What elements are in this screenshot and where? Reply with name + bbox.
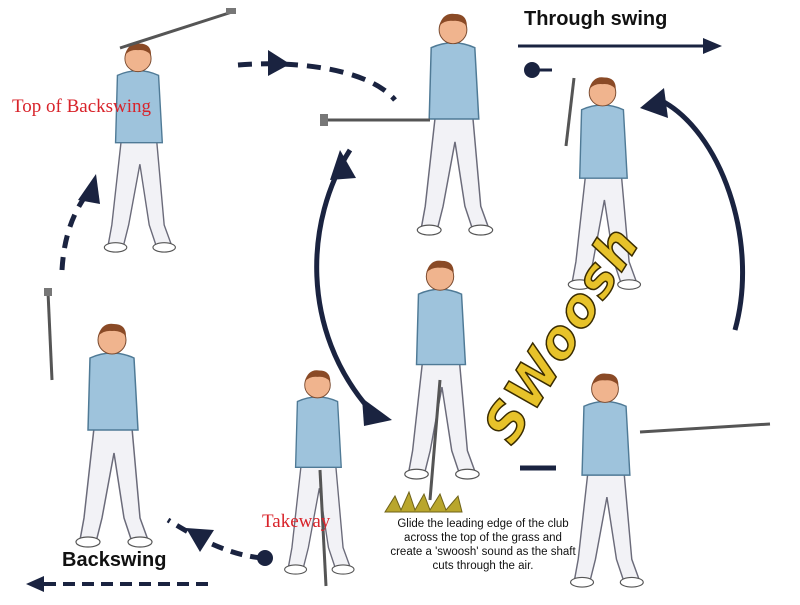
arrowhead-top-to-downswing [268, 50, 290, 76]
arrowhead-takeaway-to-backswing [186, 528, 214, 552]
arrow-downswing-to-impact [314, 148, 372, 412]
arrowhead-backswing-label [26, 576, 44, 592]
golfer-through-swing [564, 76, 642, 291]
arrowhead-through-swing-label [703, 38, 722, 54]
arrowhead-through-swing [640, 88, 668, 118]
label-through-swing: Through swing [524, 8, 668, 30]
label-takeway: Takeway [262, 511, 331, 532]
golfer-downswing [320, 12, 494, 236]
label-top-of-backswing: Top of Backswing [12, 96, 152, 117]
golfer-top-of-backswing [103, 8, 236, 253]
arrowhead-backswing-to-top [78, 174, 100, 204]
arrow-backswing-to-top [59, 188, 92, 271]
golfer-takeaway [283, 369, 355, 587]
arrowhead-impact [362, 398, 392, 426]
golfer-backswing [44, 288, 153, 548]
grass-tuft [384, 490, 463, 513]
through-swing-start-dot [524, 62, 540, 78]
takeaway-start-dot [257, 550, 273, 566]
arrowhead-downswing [330, 150, 356, 180]
arrow-top-to-downswing [237, 61, 397, 102]
golfer-impact [384, 259, 481, 513]
caption-text: Glide the leading edge of the club acros… [390, 518, 576, 572]
label-backswing: Backswing [62, 549, 167, 571]
arrow-to-through-swing [658, 97, 745, 331]
arrow-takeaway-to-backswing [166, 517, 263, 561]
sequence-arrows [26, 38, 745, 592]
golfer-follow-through [569, 372, 771, 588]
